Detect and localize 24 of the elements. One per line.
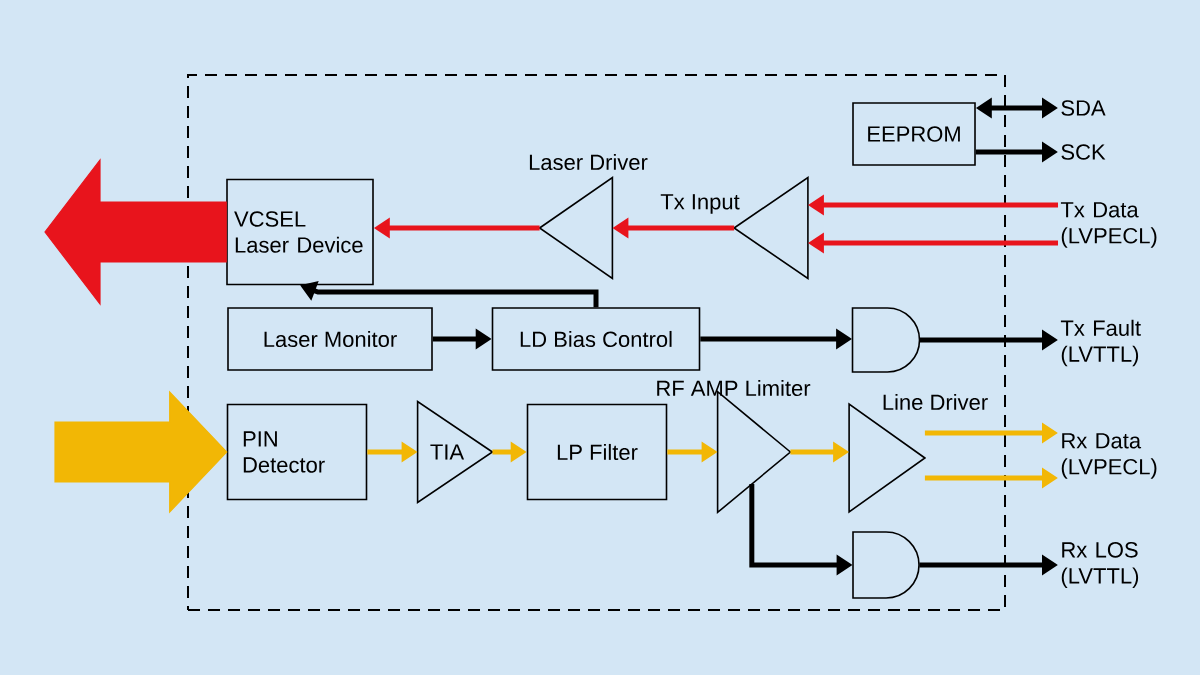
block-box: PIN Detector: [226, 403, 368, 501]
light-arrow: [54, 390, 228, 514]
signal-label: Tx Data (LVPECL): [1060, 202, 1157, 248]
node-label: Line Driver: [883, 393, 988, 411]
signal-label: SDA: [1061, 100, 1106, 116]
signal-label: SCK: [1061, 144, 1106, 160]
node-label: Laser Driver: [529, 153, 648, 171]
and-gate: [851, 307, 921, 373]
light-arrow: [44, 158, 227, 306]
signal-label: Rx LOS (LVTTL): [1061, 542, 1139, 588]
module-outline: [187, 74, 1006, 611]
block-box: VCSEL Laser Device: [226, 178, 374, 286]
signal-label: Rx Data (LVPECL): [1061, 433, 1157, 479]
block-box: LP Filter: [526, 403, 668, 501]
node-label: RF AMP Limiter: [657, 379, 811, 397]
block-box: EEPROM: [852, 102, 976, 166]
node-label: Tx Input: [660, 194, 740, 214]
block-box: Laser Monitor: [227, 307, 433, 371]
block-box: LD Bias Control: [491, 307, 701, 371]
signal-label: Tx Fault (LVTTL): [1060, 319, 1141, 367]
amplifier-triangle: Laser Driver: [529, 153, 648, 280]
amplifier-triangle: Tx Input: [660, 176, 809, 280]
amplifier-triangle: TIA: [416, 400, 494, 504]
and-gate: [852, 531, 920, 599]
